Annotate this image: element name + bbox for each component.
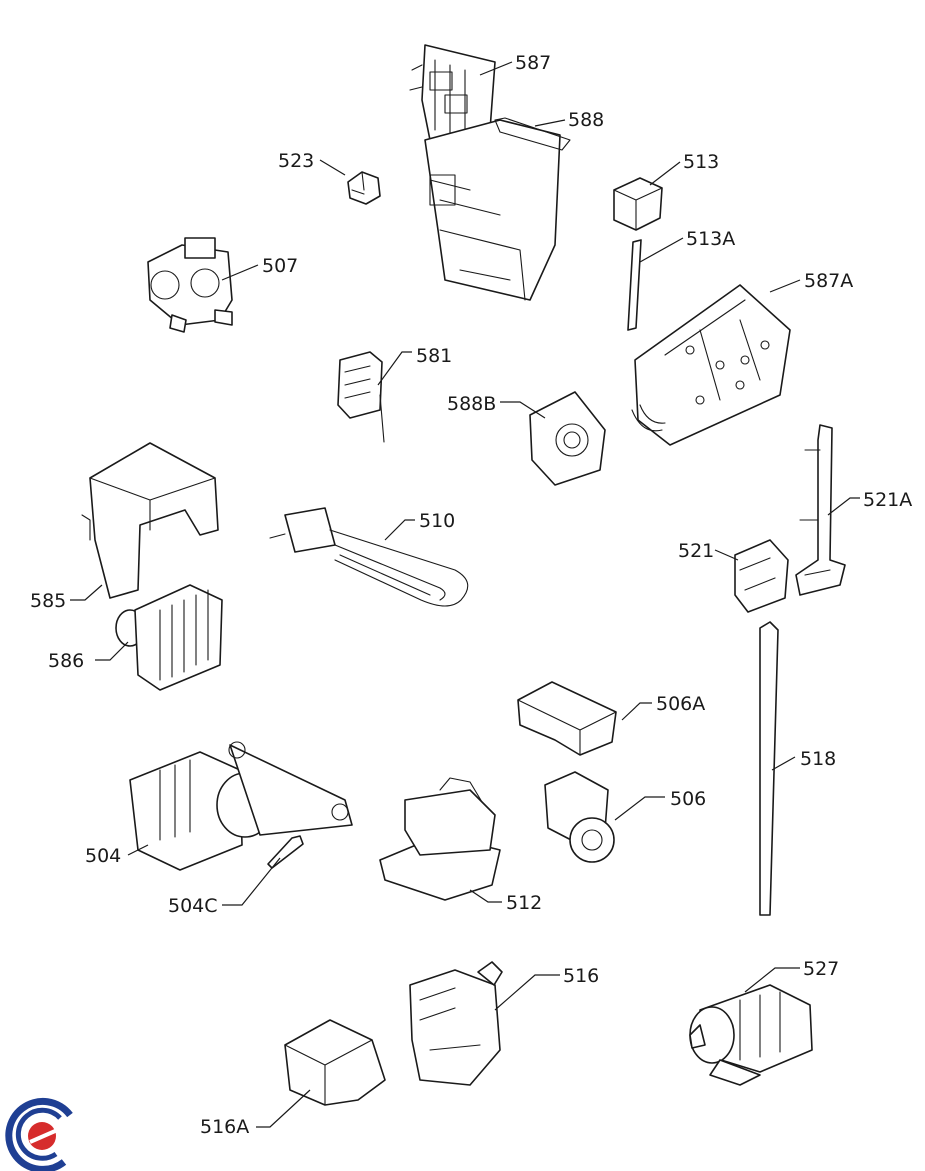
part-521-door-lock[interactable] — [734, 539, 789, 613]
label-588b: 588B — [447, 393, 496, 415]
part-507-inlet-valve[interactable] — [147, 237, 233, 333]
label-507: 507 — [262, 255, 298, 277]
part-581-sensor-board[interactable] — [337, 351, 385, 443]
label-506a: 506A — [656, 693, 705, 715]
label-527: 527 — [803, 958, 839, 980]
leader-581 — [377, 351, 412, 386]
leader-504c — [222, 857, 281, 906]
leader-523 — [319, 159, 346, 176]
leader-521 — [714, 549, 739, 561]
label-521a: 521A — [863, 489, 912, 511]
leader-585 — [70, 584, 103, 601]
label-510: 510 — [419, 510, 455, 532]
leader-506 — [614, 796, 665, 821]
part-510-heating-element[interactable] — [269, 507, 469, 607]
label-513a: 513A — [686, 228, 735, 250]
part-521a-lever-bracket[interactable] — [795, 424, 846, 596]
leader-586 — [95, 641, 129, 661]
label-587: 587 — [515, 52, 551, 74]
label-588: 588 — [568, 109, 604, 131]
label-512: 512 — [506, 892, 542, 914]
part-513a-rod[interactable] — [627, 239, 642, 331]
part-588-module-housing[interactable] — [424, 117, 571, 301]
brand-logo — [5, 1097, 73, 1171]
part-518-cable[interactable] — [759, 621, 779, 916]
leader-518 — [771, 756, 796, 771]
label-518: 518 — [800, 748, 836, 770]
part-516-circulation-pump[interactable] — [409, 961, 503, 1086]
part-516a-cover[interactable] — [284, 1019, 386, 1106]
leader-521a — [827, 497, 860, 516]
leader-506a — [621, 702, 652, 721]
part-512-filter-housing[interactable] — [379, 777, 501, 901]
part-527-motor[interactable] — [689, 984, 813, 1086]
leader-588b — [500, 401, 546, 419]
part-513-relay[interactable] — [613, 177, 663, 231]
label-586: 586 — [48, 650, 84, 672]
part-585-cover[interactable] — [81, 442, 219, 599]
part-587a-control-board[interactable] — [631, 284, 791, 446]
part-504c-screw[interactable] — [267, 835, 304, 869]
part-506-drain-pump[interactable] — [544, 771, 615, 863]
label-587a: 587A — [804, 270, 853, 292]
leader-512 — [469, 889, 502, 903]
leader-516 — [494, 974, 560, 1011]
leader-504 — [127, 844, 149, 856]
label-513: 513 — [683, 151, 719, 173]
label-504: 504 — [85, 845, 121, 867]
leader-513a — [639, 237, 684, 263]
part-588b-pressure-switch[interactable] — [529, 391, 606, 486]
leader-513 — [649, 161, 681, 186]
leader-588 — [534, 119, 566, 127]
label-506: 506 — [670, 788, 706, 810]
part-504-motor[interactable] — [129, 741, 353, 871]
label-585: 585 — [30, 590, 66, 612]
label-516a: 516A — [200, 1116, 249, 1138]
label-523: 523 — [278, 150, 314, 172]
part-506a-pump-cover[interactable] — [517, 681, 617, 756]
leader-510 — [384, 519, 415, 541]
part-523-clip[interactable] — [347, 171, 381, 205]
label-521: 521 — [678, 540, 714, 562]
label-516: 516 — [563, 965, 599, 987]
leader-587a — [769, 279, 801, 293]
leader-527 — [744, 967, 800, 993]
label-504c: 504C — [168, 895, 218, 917]
leader-587 — [479, 61, 513, 76]
part-586-heatsink-module[interactable] — [115, 584, 223, 691]
leader-507 — [221, 264, 259, 281]
label-581: 581 — [416, 345, 452, 367]
leader-516a — [256, 1089, 311, 1128]
